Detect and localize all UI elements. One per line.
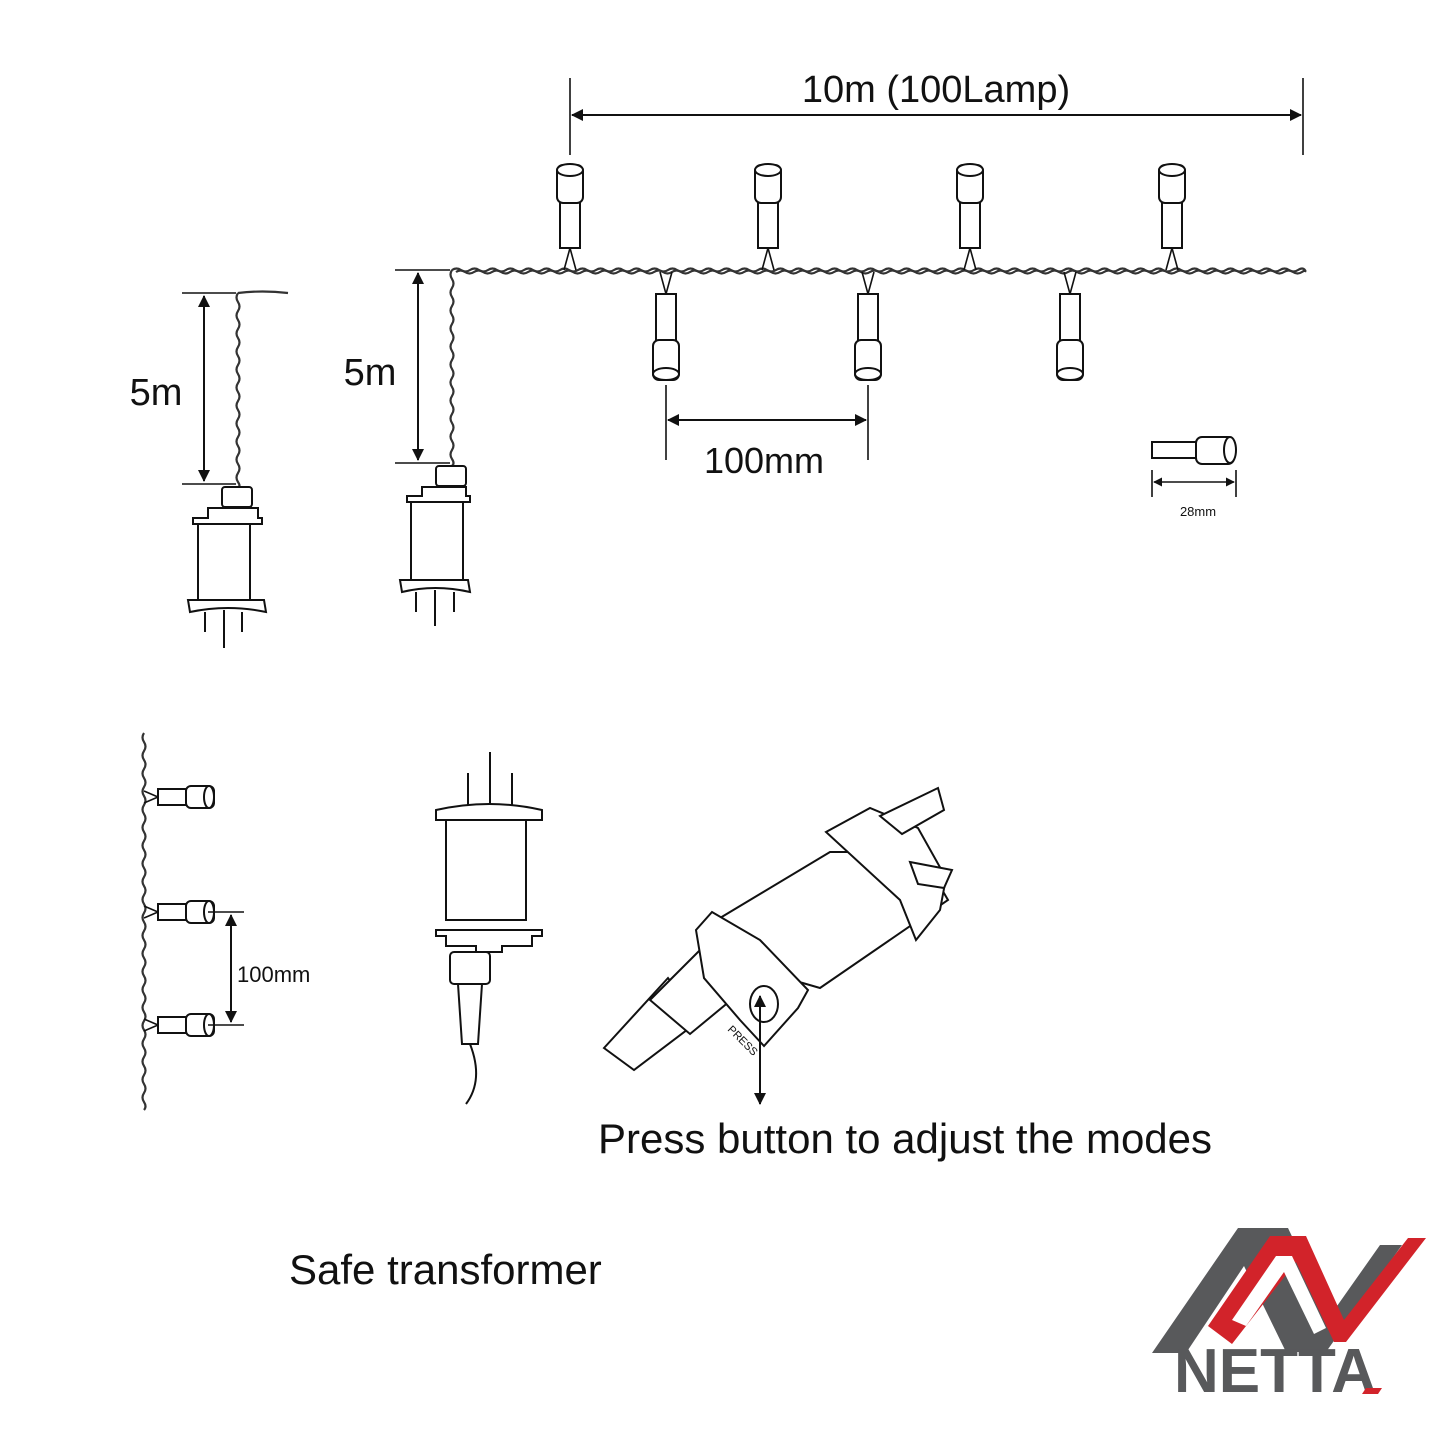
total-length-dimension: 10m (100Lamp) (569, 69, 1304, 155)
lead-wire-right (449, 269, 455, 467)
side-view-string: 100mm (141, 732, 310, 1111)
bulb-upper-3 (956, 163, 984, 271)
mode-button[interactable] (749, 985, 779, 1023)
lead-wire-left (235, 292, 241, 489)
side-bulb-1 (143, 785, 215, 809)
spacing-main-label: 100mm (704, 440, 824, 481)
side-bulb-2 (143, 900, 215, 924)
bulb-lower-2 (854, 271, 882, 381)
transformer-front-view (435, 752, 543, 1105)
transformer-right (398, 465, 472, 626)
bulb-length-label: 28mm (1180, 504, 1216, 519)
lead-dimension-right: 5m (344, 269, 450, 464)
transformer-left: 5m (130, 290, 289, 648)
total-length-label: 10m (100Lamp) (802, 69, 1070, 111)
netta-logo-text: NETTA (1174, 1337, 1376, 1406)
bulbs-upper-row (556, 163, 1186, 271)
side-bulb-3 (143, 1013, 215, 1037)
bulb-upper-1 (556, 163, 584, 271)
caption-text: Safe transformer (289, 1246, 602, 1293)
instruction-text: Press button to adjust the modes (598, 1115, 1212, 1162)
bulb-upper-2 (754, 163, 782, 271)
spacing-dimension-main: 100mm (665, 385, 869, 481)
spacing-side-label: 100mm (237, 962, 310, 987)
main-wire-twist (455, 269, 1307, 275)
netta-logo-mark (1152, 1228, 1426, 1353)
lead-left-label: 5m (130, 372, 183, 414)
bulb-length-dimension: 28mm (1151, 436, 1237, 519)
lead-right-label: 5m (344, 352, 397, 394)
netta-logo: NETTA (1152, 1228, 1426, 1406)
bulbs-lower-row (652, 271, 1084, 381)
bulb-lower-3 (1056, 271, 1084, 381)
bulb-upper-4 (1158, 163, 1186, 271)
bulb-lower-1 (652, 271, 680, 381)
adapter-perspective: PRESS (602, 786, 954, 1105)
